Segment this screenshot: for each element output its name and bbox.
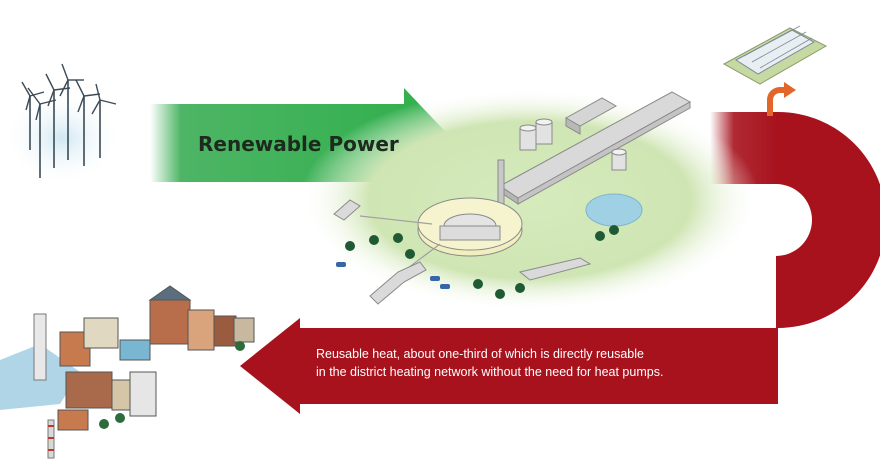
city-district-icon	[0, 285, 255, 459]
greenhouse-icon	[722, 25, 828, 116]
reusable-heat-label-line2: in the district heating network without …	[316, 365, 663, 379]
reusable-heat-label-line1: Reusable heat, about one-third of which …	[316, 347, 644, 361]
data-center-campus-icon	[300, 88, 760, 312]
reusable-heat-arrow	[240, 112, 880, 414]
wind-turbines-icon	[2, 63, 122, 186]
renewable-power-label: Renewable Power	[198, 132, 399, 156]
